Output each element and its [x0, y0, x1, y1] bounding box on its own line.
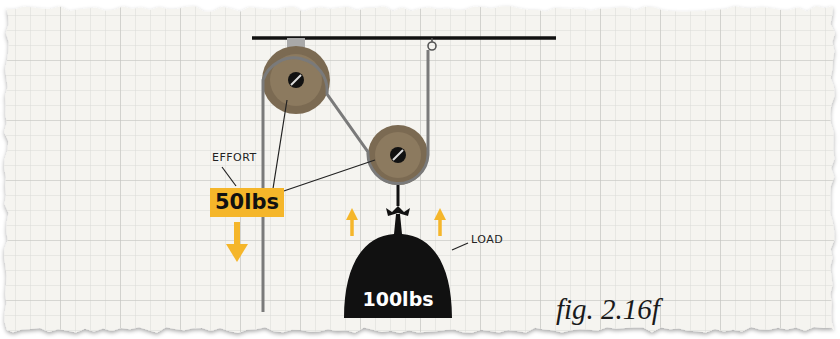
effort-box: 50lbs — [210, 188, 284, 217]
fixed-pulley — [262, 46, 330, 114]
axle-slot — [393, 150, 403, 160]
axle — [390, 147, 406, 163]
axle-slot — [291, 75, 301, 85]
leader-line — [222, 167, 236, 186]
lift-arrow — [350, 218, 354, 236]
lift-arrowhead — [434, 208, 446, 220]
leader-line — [452, 243, 468, 250]
effort-label: EFFORT — [212, 151, 257, 164]
axle — [288, 72, 304, 88]
load-value: 100lbs — [340, 288, 456, 310]
figure-caption: fig. 2.16f — [556, 293, 660, 326]
load-label: LOAD — [471, 233, 503, 246]
lift-arrow — [438, 218, 442, 236]
torn-paper — [4, 6, 835, 333]
effort-value: 50lbs — [215, 190, 279, 215]
ceiling-hook — [428, 38, 436, 50]
pulley-face — [375, 132, 421, 178]
load-bag: 100lbs — [340, 204, 456, 322]
lift-arrowhead — [346, 208, 358, 220]
effort-arrowhead — [226, 244, 248, 262]
pointer-line — [272, 100, 375, 195]
